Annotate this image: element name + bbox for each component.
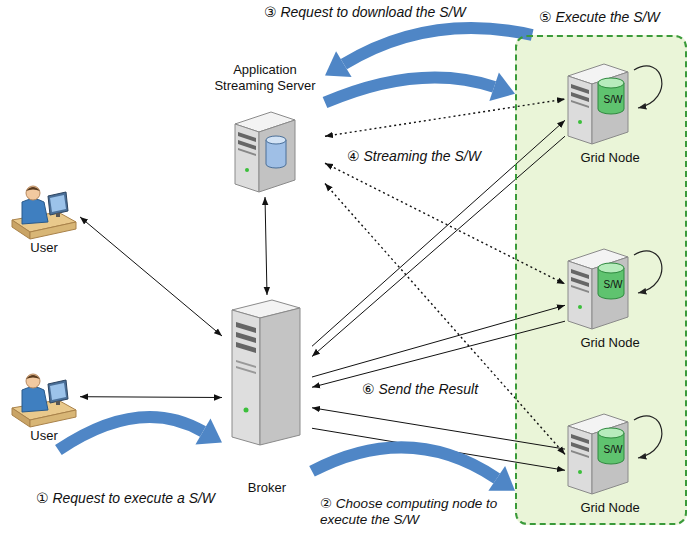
user-icon <box>12 374 76 427</box>
region-heading: ⑤ Execute the S/W <box>539 9 687 26</box>
connector <box>312 120 565 346</box>
connector <box>312 305 565 377</box>
node-label: Grid Node <box>565 150 655 166</box>
node-label: Broker <box>222 480 312 496</box>
server-node: Application Streaming Server <box>205 62 325 197</box>
grid-node: S/W Grid Node <box>565 62 655 168</box>
step-label: ① Request to execute a S/W <box>34 490 217 507</box>
node-label: Application Streaming Server <box>205 62 325 93</box>
node-label: Grid Node <box>565 500 655 516</box>
streaming-link <box>325 99 565 136</box>
user-node: User <box>8 368 80 450</box>
node-label: S/W <box>600 279 626 291</box>
flow-arrow <box>325 28 532 77</box>
node-label: User <box>8 240 80 256</box>
node-label: S/W <box>600 444 626 456</box>
self-loop-arrow <box>634 66 662 458</box>
connector <box>312 408 565 449</box>
grid-node-icon <box>568 64 628 144</box>
node-label: Grid Node <box>565 335 655 351</box>
streaming-link <box>325 163 565 284</box>
streaming-server-icon <box>235 112 295 192</box>
flow-arrow <box>58 417 222 450</box>
connector <box>312 136 565 356</box>
user-node: User <box>8 180 80 262</box>
connector <box>312 321 565 387</box>
step-label: ③ Request to download the S/W <box>262 4 468 21</box>
grid-node-icon <box>568 249 628 329</box>
connector <box>80 396 222 398</box>
grid-node-icon <box>568 414 628 494</box>
node-label: S/W <box>600 94 626 106</box>
node-label: User <box>8 428 80 444</box>
region-fill <box>515 35 687 525</box>
flow-arrow <box>325 73 515 103</box>
user-icon <box>12 186 76 239</box>
grid-region: ⑤ Execute the S/WS/WGrid NodeS/WGrid Nod… <box>515 35 687 525</box>
connector <box>265 197 267 295</box>
streaming-link <box>325 184 565 455</box>
broker-node: Broker <box>222 295 312 500</box>
connector <box>80 217 222 336</box>
grid-node: S/W Grid Node <box>565 247 655 353</box>
step-label: ⑥ Send the Result <box>360 381 480 398</box>
flow-arrow <box>312 447 515 491</box>
step-label: ④ Streaming the S/W <box>345 148 483 165</box>
step-label: ② Choose computing node to execute the S… <box>318 496 512 528</box>
broker-icon <box>232 300 300 445</box>
grid-node: S/W Grid Node <box>565 412 655 518</box>
